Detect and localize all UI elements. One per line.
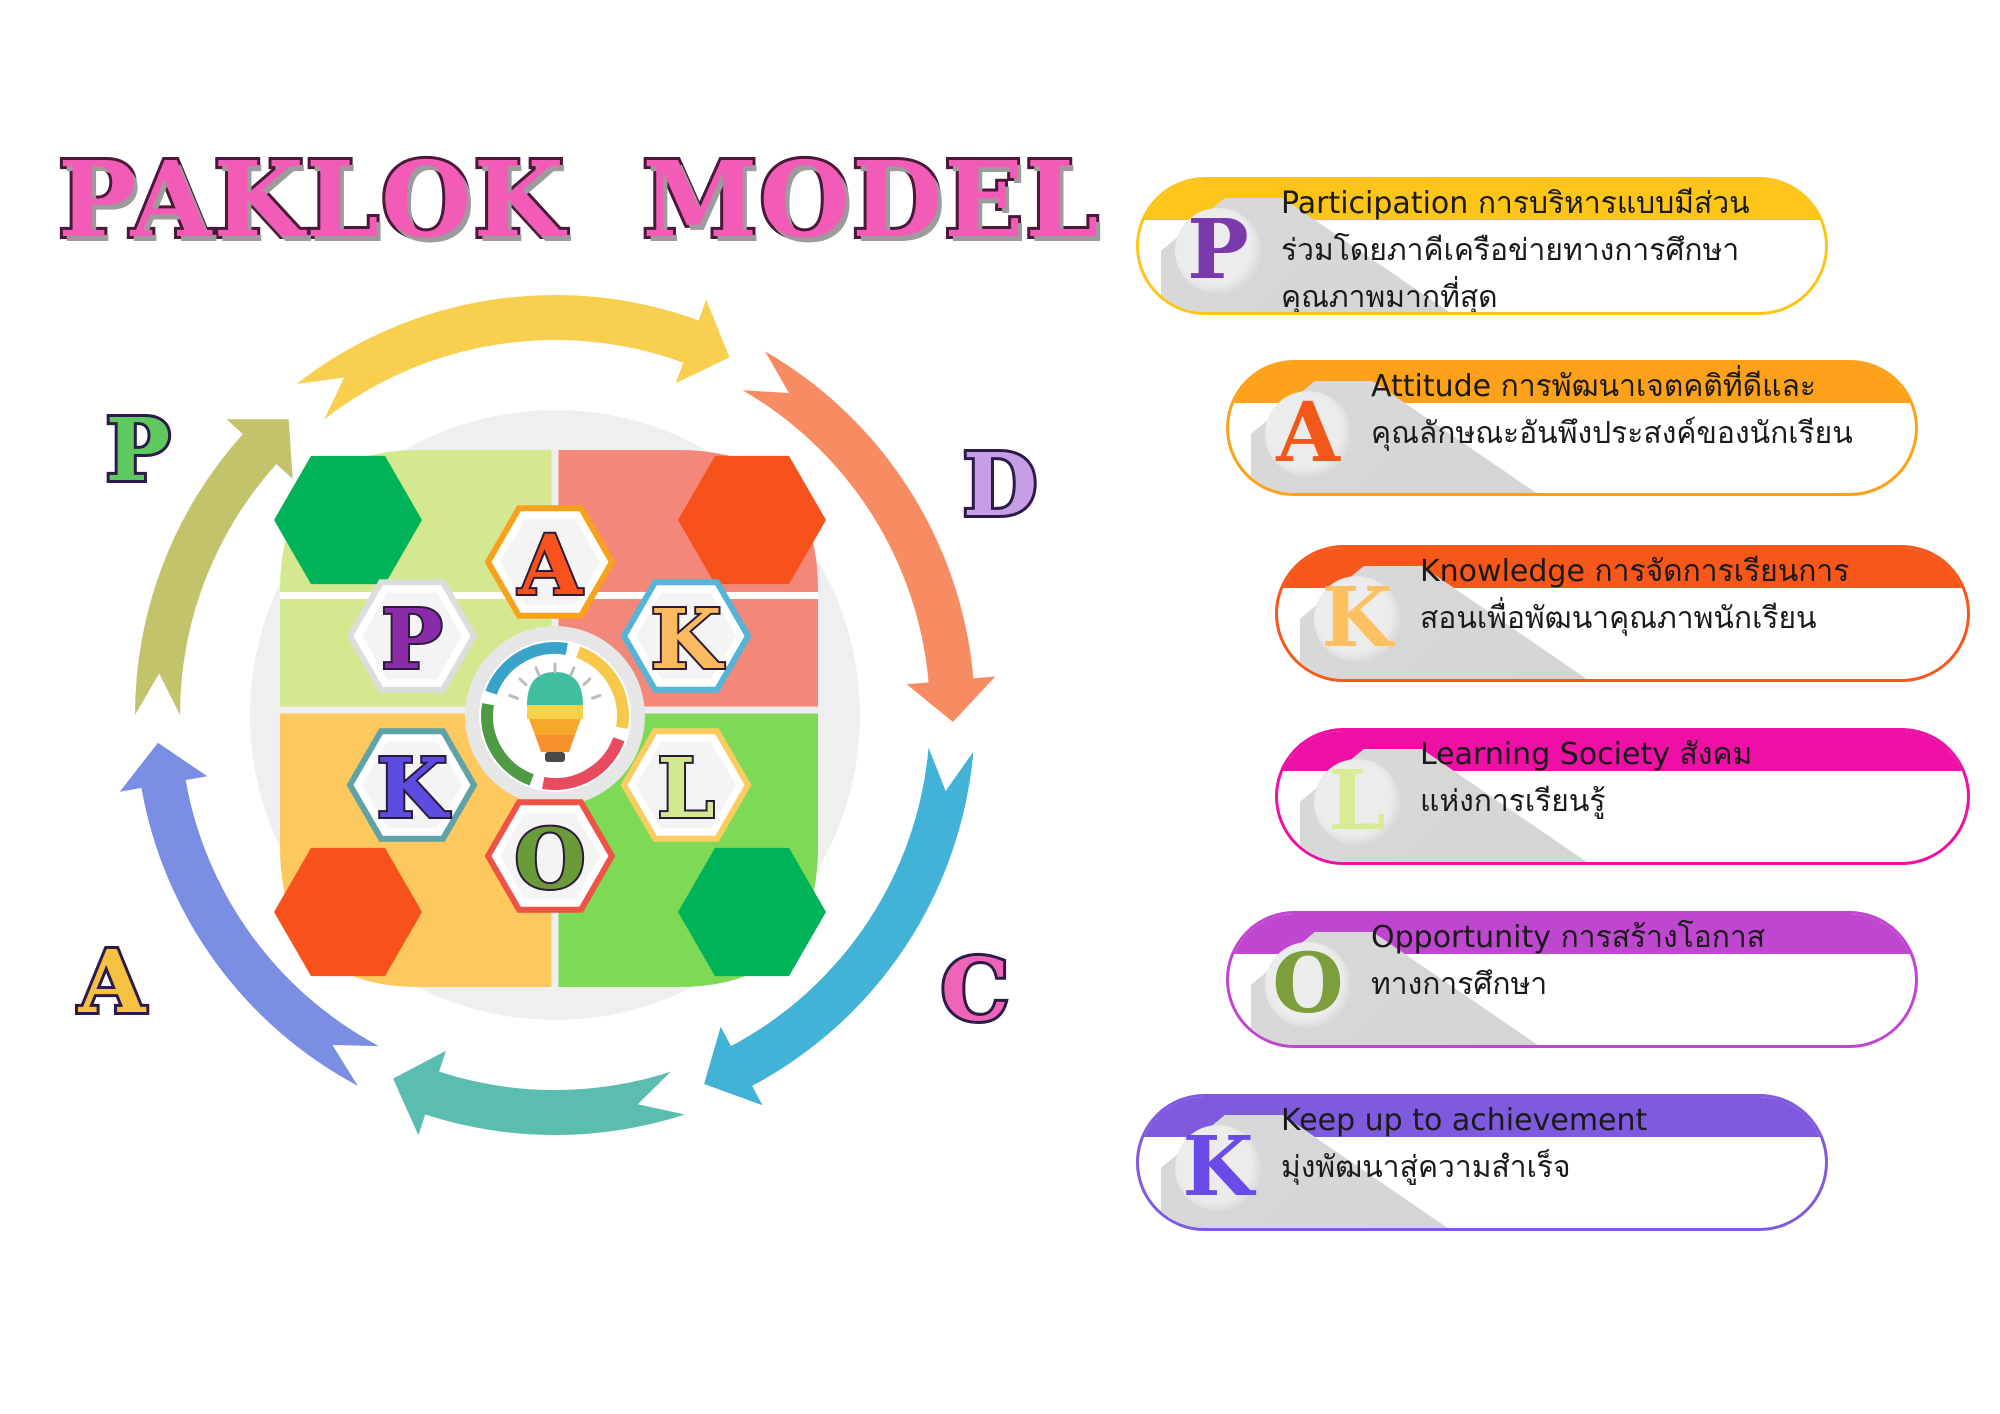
lightbulb-icon	[508, 662, 602, 762]
card-text-line: Knowledge การจัดการเรียนการ	[1420, 554, 1850, 589]
cycle-label-p: P	[106, 400, 171, 501]
card-text-line: ร่วมโดยภาคีเครือข่ายทางการศึกษา	[1281, 233, 1740, 268]
cycle-label-d: D	[963, 435, 1038, 536]
cycle-arrow-top	[296, 295, 730, 420]
card-letter-badge	[1314, 576, 1400, 662]
model-item-card: L Learning Society สังคมแห่งการเรียนรู้	[1275, 728, 1970, 865]
corner-hex-top-right	[678, 455, 826, 585]
svg-text:K: K	[376, 741, 450, 837]
card-text-line: Participation การบริหารแบบมีส่วน	[1281, 186, 1750, 221]
card-text: Participation การบริหารแบบมีส่วนร่วมโดยภ…	[1281, 180, 1805, 315]
card-text-line: Learning Society สังคม	[1420, 737, 1753, 772]
svg-text:L: L	[657, 741, 715, 837]
card-letter-badge	[1265, 942, 1351, 1028]
hex-letter-p: P	[346, 579, 478, 693]
card-text: Knowledge การจัดการเรียนการสอนเพื่อพัฒนา…	[1420, 548, 1947, 642]
corner-hex-top-left	[274, 455, 422, 585]
card-text-line: Attitude การพัฒนาเจตคติที่ดีและ	[1371, 369, 1816, 404]
card-text: Keep up to achievement มุ่งพัฒนาสู่ความสำ…	[1281, 1097, 1805, 1191]
hex-letter-l: L	[620, 728, 752, 842]
hex-letter-k-bottom: K	[346, 728, 478, 842]
card-letter: A	[1276, 385, 1340, 481]
cycle-arrow-d	[742, 351, 996, 722]
corner-hex-bottom-left	[274, 847, 422, 977]
model-item-card: O Opportunity การสร้างโอกาสทางการศึกษา	[1226, 911, 1918, 1048]
cycle-arrow-p	[135, 419, 293, 715]
card-letter-badge	[1175, 208, 1261, 294]
card-text-line: สอนเพื่อพัฒนาคุณภาพนักเรียน	[1420, 601, 1817, 636]
card-text: Opportunity การสร้างโอกาสทางการศึกษา	[1371, 914, 1895, 1008]
corner-hex-bottom-right	[678, 847, 826, 977]
card-letter: K	[1321, 570, 1393, 666]
cycle-arrow-a	[119, 742, 379, 1086]
card-text-line: คุณภาพมากที่สุด	[1281, 280, 1498, 315]
card-text-line: มุ่งพัฒนาสู่ความสำเร็จ	[1281, 1150, 1571, 1185]
hex-letter-o: O	[484, 799, 616, 913]
hex-letter-k-top: K	[620, 579, 752, 693]
page-title: PAKLOK MODEL	[55, 135, 1102, 264]
model-item-card: A Attitude การพัฒนาเจตคติที่ดีและคุณลักษณ…	[1226, 360, 1918, 496]
card-letter-badge	[1314, 759, 1400, 845]
cycle-arrow-c	[704, 747, 974, 1106]
cycle-label-c: C	[941, 940, 1009, 1041]
svg-text:A: A	[517, 518, 583, 614]
model-item-card: K Keep up to achievement มุ่งพัฒนาสู่ความส…	[1136, 1094, 1828, 1231]
hex-letter-a: A	[484, 505, 616, 619]
card-letter: K	[1182, 1119, 1254, 1215]
svg-text:O: O	[514, 812, 585, 908]
cycle-arrow-bottom	[393, 1050, 685, 1136]
card-text-line: คุณลักษณะอันพึงประสงค์ของนักเรียน	[1371, 416, 1853, 451]
svg-text:P: P	[381, 592, 443, 688]
card-letter: L	[1328, 753, 1386, 849]
card-letter: O	[1272, 936, 1344, 1032]
card-letter: P	[1187, 202, 1249, 298]
cycle-label-a: A	[78, 932, 147, 1033]
card-text: Learning Society สังคมแห่งการเรียนรู้	[1420, 731, 1947, 825]
card-text-line: Keep up to achievement	[1281, 1103, 1648, 1138]
svg-text:K: K	[650, 592, 724, 688]
model-item-card: P Participation การบริหารแบบมีส่วนร่วมโดย…	[1136, 177, 1828, 315]
model-item-card: K Knowledge การจัดการเรียนการสอนเพื่อพัฒน…	[1275, 545, 1970, 682]
card-text-line: Opportunity การสร้างโอกาส	[1371, 920, 1766, 955]
card-text-line: ทางการศึกษา	[1371, 967, 1548, 1002]
card-letter-badge	[1175, 1125, 1261, 1211]
card-text-line: แห่งการเรียนรู้	[1420, 784, 1606, 819]
card-text: Attitude การพัฒนาเจตคติที่ดีและคุณลักษณะ…	[1371, 363, 1895, 457]
card-letter-badge	[1265, 391, 1351, 477]
